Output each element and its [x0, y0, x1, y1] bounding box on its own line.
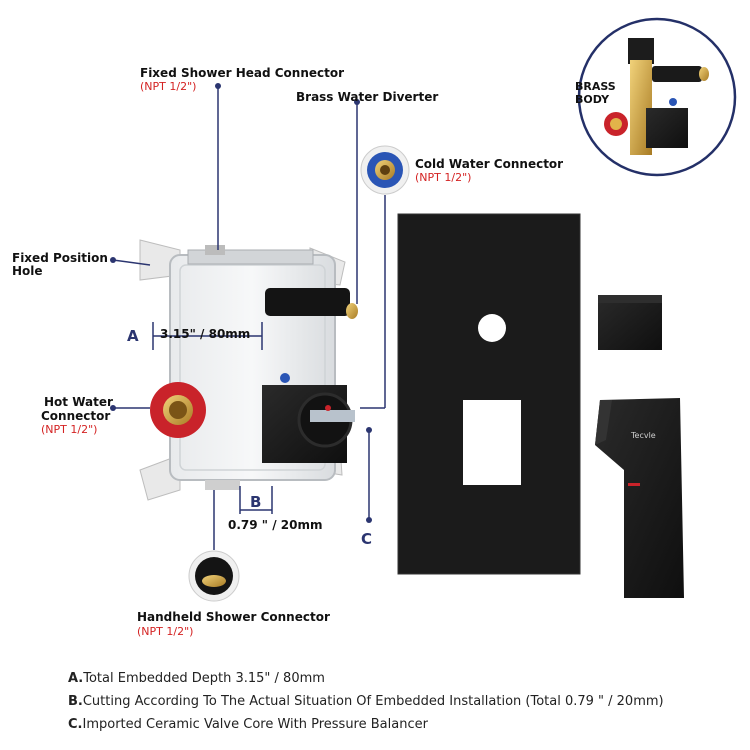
dimension-b-value: 0.79 " / 20mm: [228, 518, 323, 532]
hot-water-label-2: Connector: [41, 409, 111, 423]
brass-body-label-2: BODY: [575, 93, 610, 106]
note-b: B.Cutting According To The Actual Situat…: [68, 693, 664, 711]
brass-body-label-1: BRASS: [575, 80, 616, 93]
fixed-shower-head-spec: (NPT 1/2"): [140, 80, 197, 93]
note-b-key: B.: [68, 694, 83, 709]
handheld-connector-closeup: [188, 550, 240, 602]
cold-water-spec: (NPT 1/2"): [415, 171, 472, 184]
brass-diverter-label: Brass Water Diverter: [296, 90, 439, 104]
note-a: A.Total Embedded Depth 3.15" / 80mm: [68, 670, 325, 688]
note-a-key: A.: [68, 671, 84, 686]
trim-plate: [397, 213, 581, 575]
dimension-b-marker: [239, 486, 273, 514]
fixed-position-label-2: Hole: [12, 264, 43, 278]
diverter-knob: [598, 295, 662, 350]
note-c: C.Imported Ceramic Valve Core With Press…: [68, 716, 428, 734]
dimension-c-letter: C: [361, 530, 373, 548]
cold-water-connector-closeup: [360, 145, 410, 195]
rough-in-valve-box: [139, 239, 358, 501]
cold-water-label: Cold Water Connector: [415, 157, 564, 171]
fixed-position-label-1: Fixed Position: [12, 251, 108, 265]
dimension-a-value: 3.15" / 80mm: [160, 327, 251, 341]
hot-water-spec: (NPT 1/2"): [41, 423, 98, 436]
lever-handle: [595, 398, 684, 598]
fixed-shower-head-label: Fixed Shower Head Connector: [140, 66, 345, 80]
note-c-text: Imported Ceramic Valve Core With Pressur…: [82, 717, 428, 732]
brass-body-inset: [577, 17, 737, 177]
callout-leader-lines: [112, 86, 386, 550]
note-a-text: Total Embedded Depth 3.15" / 80mm: [83, 671, 325, 686]
dimension-b-letter: B: [250, 493, 262, 511]
handheld-spec: (NPT 1/2"): [137, 625, 194, 638]
dimension-a-letter: A: [127, 327, 139, 345]
handheld-label: Handheld Shower Connector: [137, 610, 330, 624]
note-c-key: C.: [68, 717, 83, 732]
dimension-a-marker: [152, 322, 263, 350]
handle-brand-mark: Tecvle: [631, 431, 656, 440]
hot-water-label-1: Hot Water: [44, 395, 113, 409]
note-b-text: Cutting According To The Actual Situatio…: [82, 694, 664, 709]
